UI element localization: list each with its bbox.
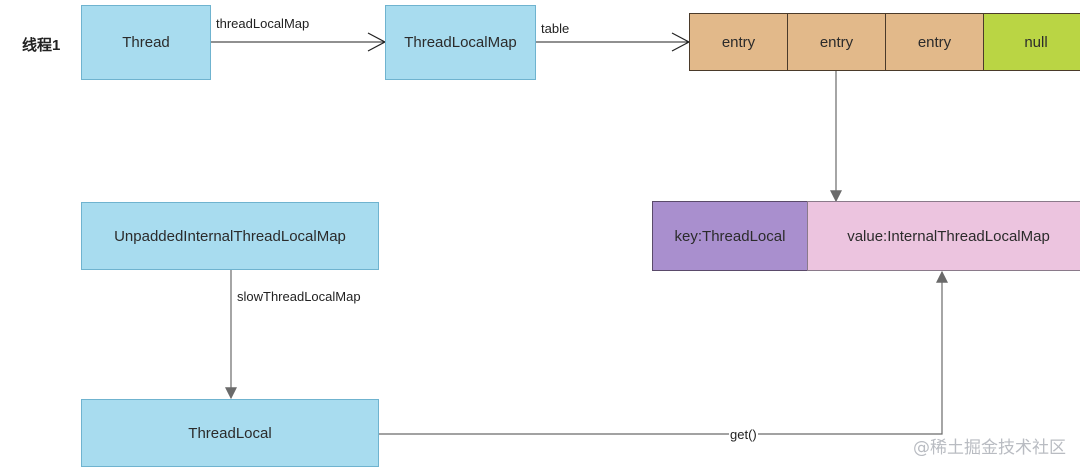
edge-label-thread-local-map: threadLocalMap: [216, 16, 310, 31]
unpadded-map-node: UnpaddedInternalThreadLocalMap: [81, 202, 379, 270]
value-node: value:InternalThreadLocalMap: [807, 201, 1080, 271]
entry-table: entry entry entry null: [689, 13, 1080, 71]
table-cell-null: null: [983, 13, 1080, 71]
thread-local-map-node: ThreadLocalMap: [385, 5, 536, 80]
edge-label-get: get(): [729, 427, 758, 442]
watermark: @稀土掘金技术社区: [913, 438, 1066, 458]
thread-label: 线程1: [22, 37, 61, 54]
table-cell-entry: entry: [885, 13, 984, 71]
table-cell-entry: entry: [689, 13, 788, 71]
edge-label-slow-thread-local-map: slowThreadLocalMap: [237, 289, 361, 304]
thread-node: Thread: [81, 5, 211, 80]
table-cell-entry: entry: [787, 13, 886, 71]
edge-threadlocal-to-value: [379, 270, 948, 435]
thread-local-node: ThreadLocal: [81, 399, 379, 467]
key-node: key:ThreadLocal: [652, 201, 808, 271]
edge-label-table: table: [541, 21, 570, 36]
